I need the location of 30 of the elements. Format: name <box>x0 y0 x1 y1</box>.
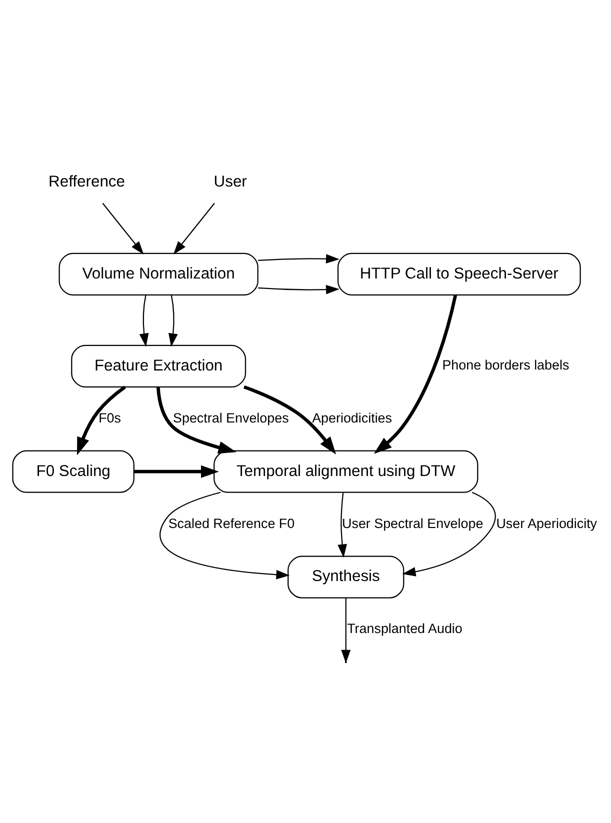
node-box: Synthesis <box>288 555 404 598</box>
arrow <box>374 294 458 454</box>
arrow <box>156 386 236 454</box>
node-box: HTTP Call to Speech-Server <box>337 252 581 296</box>
arrow <box>102 202 144 254</box>
arrow <box>77 385 126 455</box>
edge-label: Aperiodicities <box>312 410 392 425</box>
arrow <box>134 464 219 478</box>
arrow <box>258 254 340 264</box>
node-box: Temporal alignment using DTW <box>214 450 478 492</box>
node-box: F0 Scaling <box>12 450 134 492</box>
edge-label: Scaled Reference F0 <box>168 515 295 530</box>
arrow <box>139 294 149 346</box>
arrow <box>258 284 340 294</box>
edge-label: User Aperiodicity <box>496 515 598 530</box>
edge-label: Spectral Envelopes <box>173 410 289 425</box>
node-box: Feature Extraction <box>71 344 246 387</box>
arrow <box>402 491 496 576</box>
edge-label: Transplanted Audio <box>347 620 462 636</box>
edge-label: User Spectral Envelope <box>342 515 484 530</box>
arrow <box>160 491 290 579</box>
edge-label: F0s <box>98 410 121 425</box>
node-text: Refference <box>48 172 126 190</box>
edge-label: Phone borders labels <box>442 357 570 372</box>
arrow <box>243 384 336 454</box>
node-box: Volume Normalization <box>58 252 258 296</box>
arrow <box>168 294 178 346</box>
node-text: User <box>214 172 247 190</box>
arrow <box>173 202 215 254</box>
arrow <box>338 492 347 558</box>
